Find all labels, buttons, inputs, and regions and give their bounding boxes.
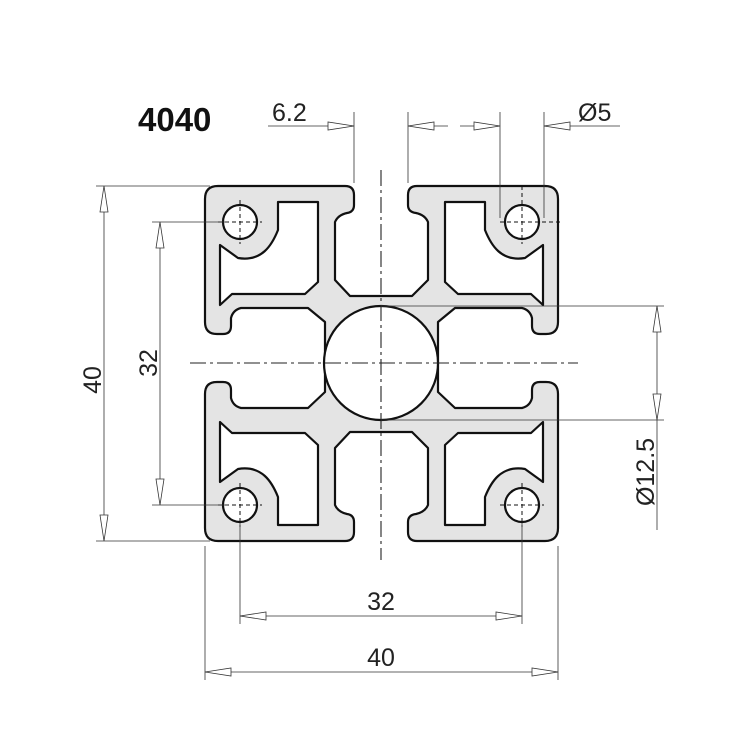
outer-width-dimension: 40 <box>204 546 559 680</box>
hole-diameter-dimension: Ø5 <box>460 99 620 218</box>
inner-width-label: 32 <box>367 588 395 616</box>
outer-height-label: 40 <box>79 366 107 394</box>
inner-height-label: 32 <box>135 349 163 377</box>
bore-diameter-dimension: Ø12.5 <box>381 305 664 530</box>
slot-width-label: 6.2 <box>272 99 307 127</box>
hole-diameter-label: Ø5 <box>578 99 611 127</box>
slot-width-dimension: 6.2 <box>268 99 448 183</box>
inner-height-dimension: 32 <box>135 221 228 506</box>
bore-diameter-label: Ø12.5 <box>632 438 660 506</box>
outer-width-label: 40 <box>367 644 395 672</box>
outer-height-dimension: 40 <box>79 185 210 542</box>
profile-title: 4040 <box>138 101 211 138</box>
inner-width-dimension: 32 <box>239 523 523 624</box>
